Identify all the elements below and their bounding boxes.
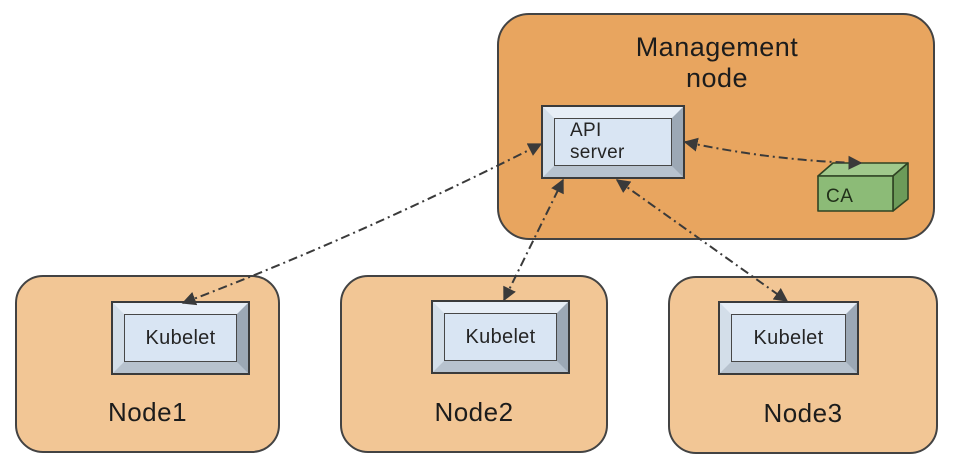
kubelet-label-node3: Kubelet bbox=[753, 326, 824, 349]
kubelet-box-node2: Kubelet bbox=[433, 302, 568, 372]
api-server-box: API server bbox=[543, 107, 683, 177]
node3-label: Node3 bbox=[763, 398, 843, 428]
kubelet-box-node1: Kubelet bbox=[113, 303, 248, 373]
kubelet-label-node2: Kubelet bbox=[465, 325, 536, 348]
node2-label: Node2 bbox=[434, 397, 514, 427]
node1-label: Node1 bbox=[107, 397, 188, 427]
kubelet-box-node3: Kubelet bbox=[720, 303, 857, 373]
api-server-label: API server bbox=[570, 120, 625, 163]
kubelet-label-node1: Kubelet bbox=[145, 326, 216, 349]
management-node-label: Management node bbox=[635, 32, 799, 93]
